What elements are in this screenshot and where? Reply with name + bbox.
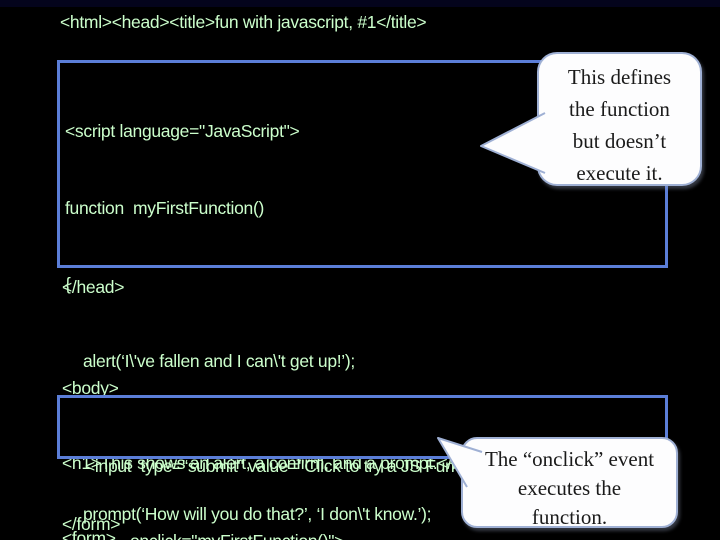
- code-line-alert: alert(‘I\'ve fallen and I can\'t get up!…: [83, 350, 355, 371]
- closing-code-lines: </form> </body> </html>: [62, 457, 123, 540]
- callout-text-line: the function: [569, 97, 670, 121]
- callout-text-line: but doesn’t: [572, 129, 667, 153]
- code-line-onclick: onclick="myFirstFunction()">: [60, 529, 665, 540]
- callout-text-line: execute it.: [576, 161, 663, 185]
- code-line: <body>: [62, 378, 119, 398]
- code-line: <script language="JavaScript">: [65, 121, 300, 141]
- code-line: <form>: [62, 528, 116, 540]
- html-title-code-line: <html><head><title>fun with javascript, …: [60, 12, 427, 32]
- code-line: function myFirstFunction(): [65, 197, 265, 218]
- callout-text-line: executes the: [517, 476, 622, 500]
- callout-text-line: The “onclick” event: [484, 447, 655, 471]
- head-close-code-line: </head>: [62, 277, 125, 297]
- code-line: </form>: [62, 514, 121, 534]
- input-code-box: <input type=“submit" value="Click to try…: [57, 395, 668, 540]
- callout-text-line: function.: [531, 505, 608, 529]
- code-line-prompt: prompt(‘How will you do that?’, ‘I don\'…: [83, 503, 432, 524]
- callout-defines-function: This defines the function but doesn’t ex…: [537, 52, 702, 186]
- callout-onclick-event: The “onclick” event executes the functio…: [461, 437, 678, 529]
- callout-text-line: This defines: [567, 65, 672, 89]
- code-line: {: [65, 274, 71, 294]
- top-edge-artifact: [0, 0, 720, 7]
